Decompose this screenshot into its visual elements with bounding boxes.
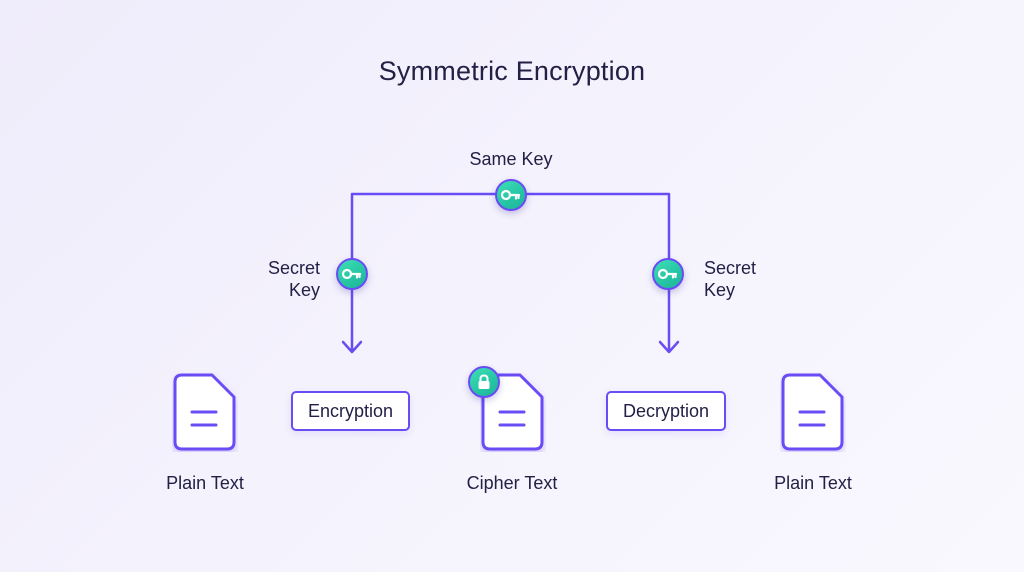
plain-text-right-document-icon: [781, 373, 844, 451]
arrow-to-encryption: [341, 340, 363, 354]
key-icon: [501, 189, 521, 201]
plain-text-left-label: Plain Text: [166, 473, 244, 493]
secret-key-right-label: Secret Key: [704, 257, 784, 301]
secret-key-left-label: Secret Key: [240, 257, 320, 301]
lock-icon: [478, 374, 490, 389]
secret-key-left-line1: Secret: [267, 258, 320, 278]
decryption-box: Decryption: [606, 391, 726, 431]
encryption-box: Encryption: [291, 391, 410, 431]
decryption-label: Decryption: [622, 400, 710, 421]
diagram-title: Symmetric Encryption: [378, 56, 646, 86]
lock-badge: [468, 366, 500, 398]
plain-text-right-label: Plain Text: [774, 473, 852, 493]
secret-key-left-badge: [336, 258, 368, 290]
key-icon: [658, 268, 678, 280]
same-key-label: Same Key: [469, 149, 553, 169]
secret-key-right-line1: Secret: [704, 258, 757, 278]
shared-key-line: [350, 192, 671, 350]
cipher-text-label: Cipher Text: [466, 473, 558, 493]
secret-key-right-badge: [652, 258, 684, 290]
secret-key-right-line2: Key: [704, 280, 736, 300]
same-key-badge: [495, 179, 527, 211]
arrow-to-decryption: [658, 340, 680, 354]
plain-text-left-document-icon: [173, 373, 236, 451]
secret-key-left-line2: Key: [288, 280, 320, 300]
encryption-label: Encryption: [307, 400, 394, 421]
key-icon: [342, 268, 362, 280]
